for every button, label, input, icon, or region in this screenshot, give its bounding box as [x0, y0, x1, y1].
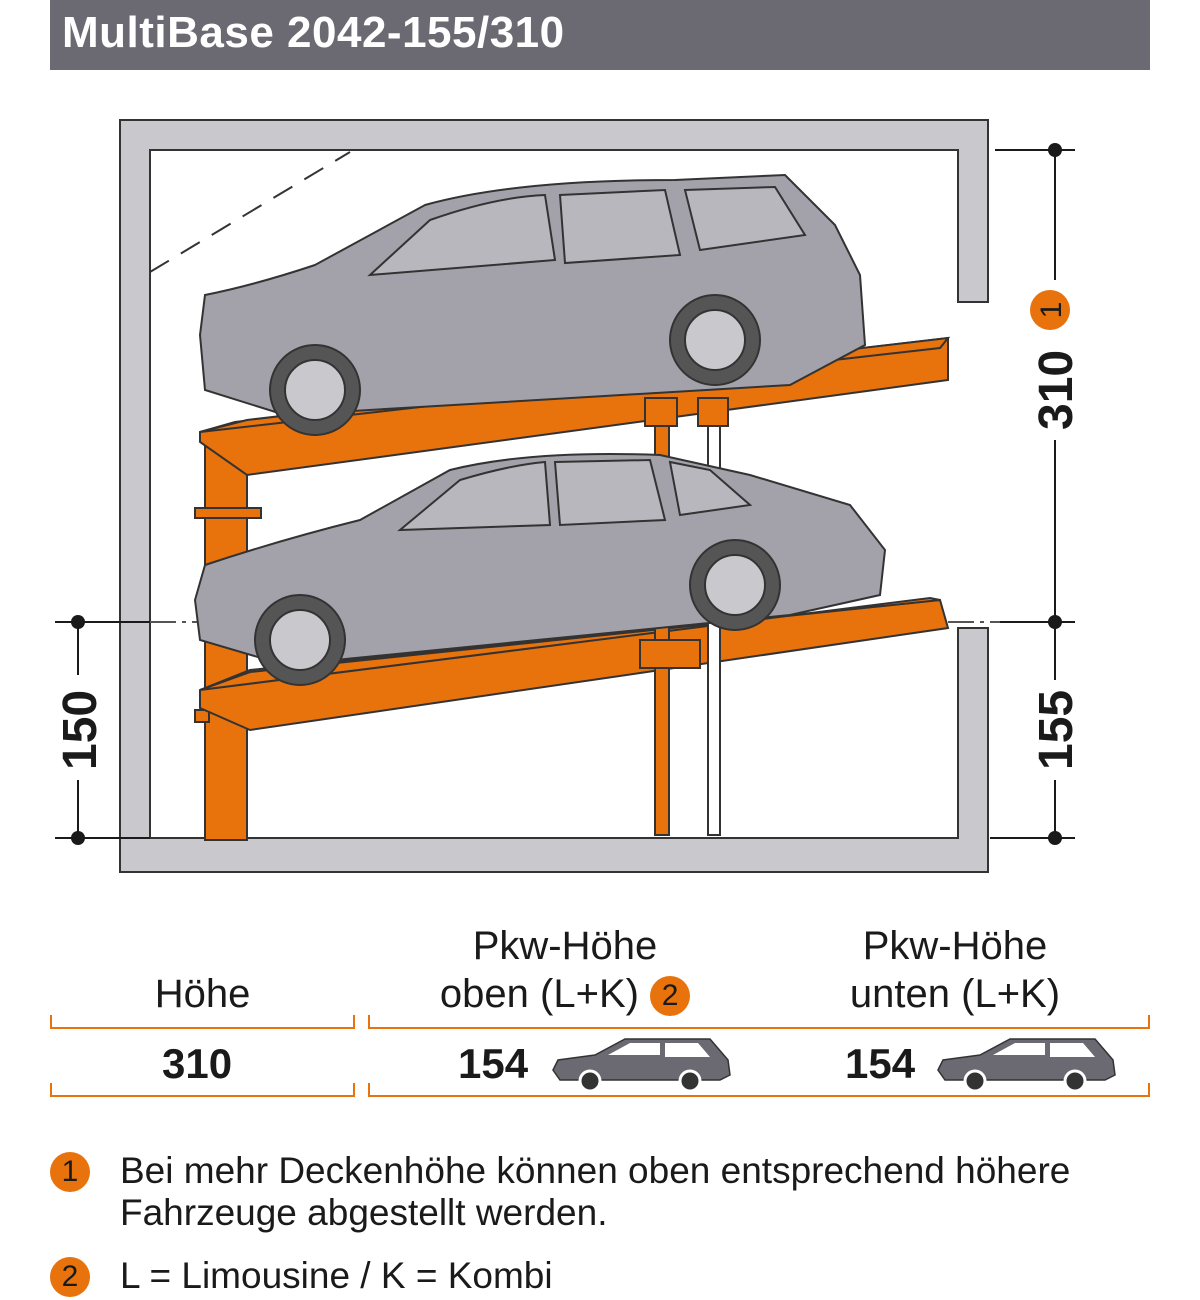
- dimension-left: [55, 621, 150, 839]
- note-badge: 2: [50, 1257, 90, 1297]
- badge-2: 2: [650, 976, 691, 1017]
- pit-depth-label: 150: [54, 690, 107, 770]
- cylinder-mount: [639, 639, 701, 669]
- parking-system-diagram: 310 1 155 150: [54, 119, 1083, 873]
- lower-height-label: 155: [1030, 690, 1083, 770]
- note-1: 1 Bei mehr Deckenhöhe können oben entspr…: [50, 1150, 1150, 1240]
- note-badge-1: [1030, 290, 1070, 330]
- column-bracket: [194, 507, 262, 519]
- total-height-label: 310: [1030, 350, 1083, 430]
- header-hoehe: Höhe: [154, 972, 251, 1016]
- cylinder-mount: [697, 397, 729, 427]
- station-wagon-icon: [937, 1038, 1116, 1093]
- title-bar: MultiBase 2042-155/310: [50, 0, 1150, 70]
- value-pkw-oben: 154: [458, 1040, 529, 1087]
- station-wagon-icon: [552, 1038, 731, 1093]
- header-pkw-oben: Pkw-Höhe oben (L+K) 2: [365, 922, 765, 1018]
- note-badge: 1: [50, 1152, 90, 1192]
- note-badge-1-text: 1: [1035, 302, 1068, 319]
- page-title: MultiBase 2042-155/310: [62, 8, 565, 57]
- value-pkw-unten: 154: [845, 1040, 916, 1087]
- bracket: [368, 1083, 1150, 1097]
- header-pkw-unten: Pkw-Höhe unten (L+K): [849, 924, 1061, 1016]
- upper-car: [198, 173, 867, 436]
- ramp-line: [149, 151, 351, 273]
- note-text: Bei mehr Deckenhöhe können oben entsprec…: [120, 1150, 1071, 1233]
- bracket: [368, 1015, 1150, 1029]
- bracket: [50, 1083, 355, 1097]
- note-text: L = Limousine / K = Kombi: [120, 1255, 553, 1296]
- cylinder-mount: [644, 397, 678, 427]
- bracket: [50, 1015, 355, 1029]
- note-2: 2 L = Limousine / K = Kombi: [50, 1255, 1150, 1297]
- column-bracket: [194, 709, 210, 723]
- lower-platform: [199, 598, 950, 732]
- lower-platform-deck: [199, 596, 941, 691]
- value-hoehe: 310: [162, 1040, 233, 1087]
- lower-car: [193, 453, 887, 686]
